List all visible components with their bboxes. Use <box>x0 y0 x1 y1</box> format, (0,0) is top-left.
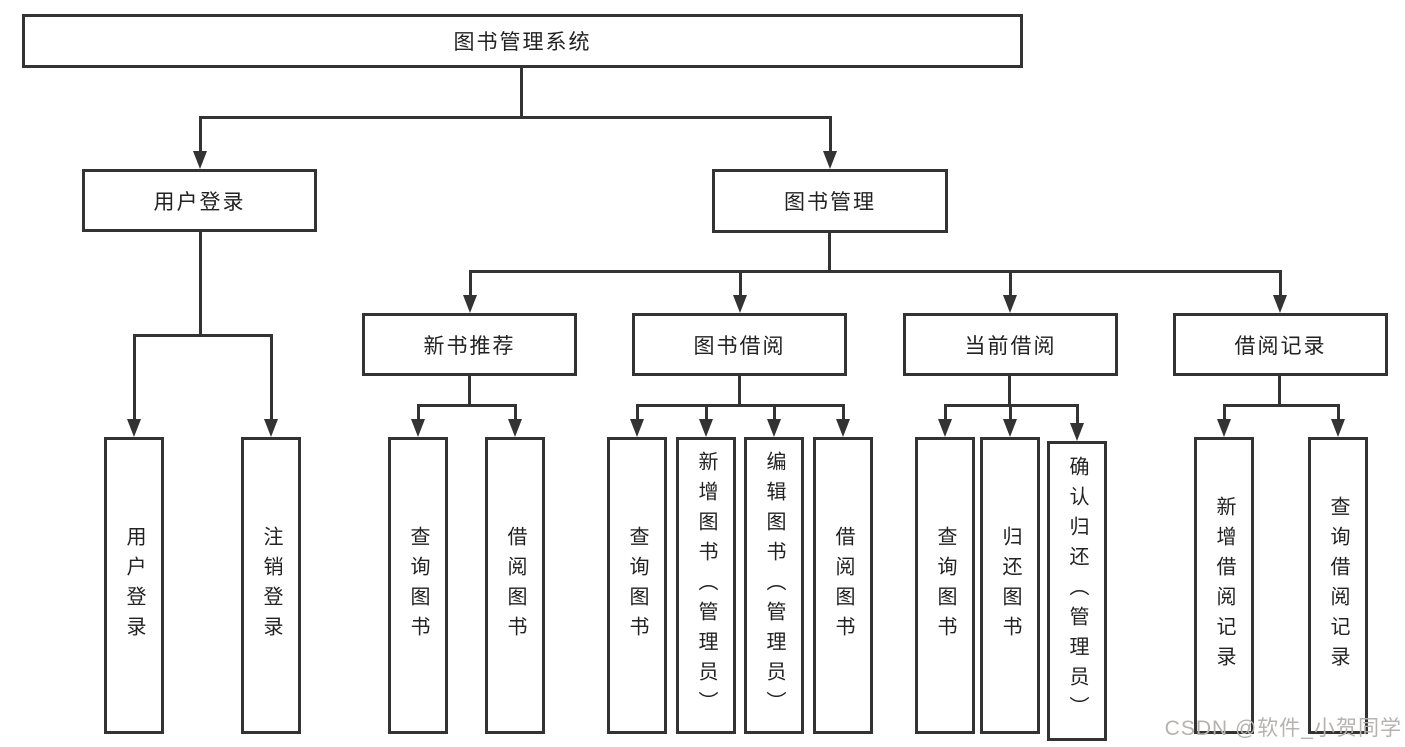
connector-line <box>199 116 832 119</box>
connector-line <box>1278 376 1281 406</box>
connector-line <box>1222 404 1340 407</box>
arrow-down-icon <box>630 405 644 437</box>
leaf-borrow-books: 借阅图书 <box>813 437 873 734</box>
arrow-down-icon <box>508 405 522 437</box>
node-book-borrowing: 图书借阅 <box>632 313 847 376</box>
connector-line <box>738 376 741 406</box>
arrow-down-icon <box>1003 271 1017 313</box>
node-root: 图书管理系统 <box>22 14 1023 68</box>
connector-line <box>198 232 202 337</box>
connector-line <box>828 233 831 273</box>
arrow-down-icon <box>411 405 425 437</box>
arrow-down-icon <box>264 335 278 437</box>
node-new-book-recommendation: 新书推荐 <box>362 313 577 376</box>
node-current-borrowing: 当前借阅 <box>903 313 1118 376</box>
node-book-management: 图书管理 <box>712 169 948 233</box>
arrow-down-icon <box>836 405 850 437</box>
leaf-add-book-admin: 新增图书（管理员） <box>676 437 736 734</box>
leaf-confirm-return-admin: 确认归还（管理员） <box>1047 441 1107 741</box>
leaf-query-borrow-record: 查询借阅记录 <box>1308 437 1368 734</box>
leaf-query-books-current: 查询图书 <box>915 437 975 734</box>
arrow-down-icon <box>1273 271 1287 313</box>
node-borrowing-records: 借阅记录 <box>1173 313 1388 376</box>
connector-line <box>468 376 471 406</box>
arrow-down-icon <box>1003 405 1017 437</box>
arrow-down-icon <box>1070 405 1084 441</box>
connector-line <box>132 334 273 337</box>
connector-line <box>1008 376 1011 406</box>
arrow-down-icon <box>1331 405 1345 437</box>
connector-line <box>520 68 523 118</box>
leaf-add-borrow-record: 新增借阅记录 <box>1194 437 1254 734</box>
leaf-return-book: 归还图书 <box>980 437 1040 734</box>
arrow-down-icon <box>127 335 141 437</box>
arrow-down-icon <box>193 117 207 169</box>
leaf-user-login: 用户登录 <box>104 437 164 734</box>
connector-line <box>635 404 845 407</box>
leaf-edit-book-admin: 编辑图书（管理员） <box>744 437 804 734</box>
csdn-watermark: CSDN @软件_小贺同学 <box>1164 717 1402 740</box>
node-user-login: 用户登录 <box>82 169 317 232</box>
leaf-query-books-recommend: 查询图书 <box>388 437 448 734</box>
leaf-query-books-borrow: 查询图书 <box>607 437 667 734</box>
arrow-down-icon <box>1217 405 1231 437</box>
arrow-down-icon <box>733 271 747 313</box>
arrow-down-icon <box>823 117 837 169</box>
arrow-down-icon <box>463 271 477 313</box>
leaf-logout: 注销登录 <box>241 437 301 734</box>
arrow-down-icon <box>938 405 952 437</box>
connector-line <box>468 270 1282 273</box>
arrow-down-icon <box>699 405 713 437</box>
connector-line <box>416 404 517 407</box>
arrow-down-icon <box>767 405 781 437</box>
leaf-borrow-books-recommend: 借阅图书 <box>485 437 545 734</box>
